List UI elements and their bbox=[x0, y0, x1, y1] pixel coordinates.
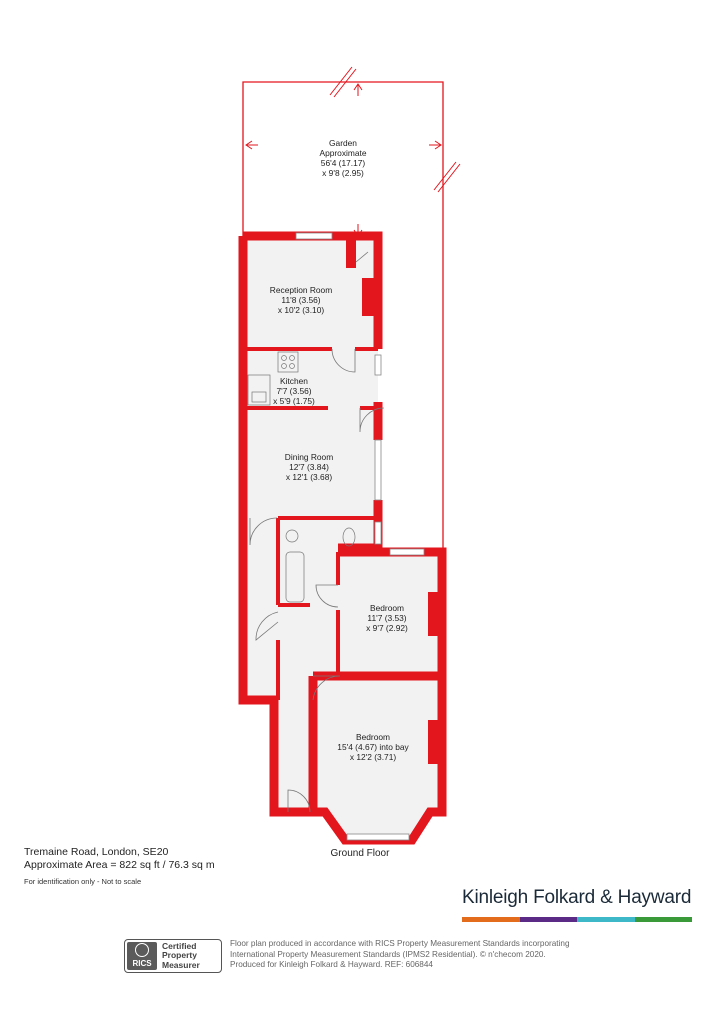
rics-seal-icon bbox=[135, 943, 149, 957]
disclaimer-line2: International Property Measurement Stand… bbox=[230, 949, 546, 959]
floor-label: Ground Floor bbox=[331, 848, 391, 859]
dining-name: Dining Room bbox=[285, 452, 333, 462]
rics-badge: RICS Certified Property Measurer bbox=[124, 939, 222, 973]
disclaimer: Floor plan produced in accordance with R… bbox=[230, 939, 610, 971]
room-labels: Garden Approximate 56'4 (17.17) x 9'8 (2… bbox=[270, 138, 410, 859]
dining-dim1: 12'7 (3.84) bbox=[289, 462, 329, 472]
brand-color-bar bbox=[462, 917, 692, 922]
reception-dim2: x 10'2 (3.10) bbox=[278, 305, 325, 315]
disclaimer-line3: Produced for Kinleigh Folkard & Hayward.… bbox=[230, 960, 433, 969]
bedroom2-dim1: 15'4 (4.67) into bay bbox=[337, 742, 409, 752]
brand-bar-orange bbox=[462, 917, 520, 922]
rics-line3: Measurer bbox=[162, 959, 200, 970]
basin-icon bbox=[285, 529, 299, 543]
address: Tremaine Road, London, SE20 bbox=[24, 846, 169, 858]
reception-dim1: 11'8 (3.56) bbox=[281, 295, 320, 305]
rics-line2: Property bbox=[162, 950, 197, 961]
brand-name: Kinleigh Folkard & Hayward bbox=[462, 887, 692, 908]
doors bbox=[249, 251, 385, 813]
bedroom1-name: Bedroom bbox=[370, 603, 404, 613]
windows bbox=[295, 232, 425, 841]
walls bbox=[238, 231, 447, 845]
rics-mark-text: RICS bbox=[132, 959, 152, 968]
disclaimer-line1: Floor plan produced in accordance with R… bbox=[230, 939, 570, 948]
garden-dim2: x 9'8 (2.95) bbox=[322, 168, 364, 178]
area: Approximate Area = 822 sq ft / 76.3 sq m bbox=[24, 859, 215, 871]
reception-name: Reception Room bbox=[270, 285, 332, 295]
brand-bar-green bbox=[634, 917, 692, 922]
worktop-icon bbox=[247, 374, 271, 406]
kitchen-name: Kitchen bbox=[280, 376, 308, 386]
fixtures bbox=[247, 351, 356, 603]
sink-icon bbox=[251, 391, 267, 403]
kitchen-dim2: x 5'9 (1.75) bbox=[273, 396, 315, 406]
toilet-icon bbox=[342, 527, 356, 547]
floor-fill bbox=[243, 236, 442, 840]
rics-text: Certified Property Measurer bbox=[162, 940, 200, 971]
kitchen-dim1: 7'7 (3.56) bbox=[276, 386, 311, 396]
brand-bar-teal bbox=[577, 917, 635, 922]
hob-icon bbox=[277, 351, 299, 373]
rics-line1: Certified bbox=[162, 940, 197, 951]
bedroom2-name: Bedroom bbox=[356, 732, 390, 742]
property-info: Tremaine Road, London, SE20 Approximate … bbox=[24, 846, 215, 888]
scale-note: For identification only - Not to scale bbox=[24, 877, 142, 886]
bedroom1-dim1: 11'7 (3.53) bbox=[367, 613, 406, 623]
garden-name: Garden bbox=[329, 138, 357, 148]
bedroom1-dim2: x 9'7 (2.92) bbox=[366, 623, 408, 633]
garden-area bbox=[242, 66, 461, 552]
rics-logo: RICS bbox=[127, 942, 157, 970]
brand-bar-purple bbox=[519, 917, 577, 922]
bedroom2-dim2: x 12'2 (3.71) bbox=[350, 752, 397, 762]
garden-line2: Approximate bbox=[319, 148, 366, 158]
dining-dim2: x 12'1 (3.68) bbox=[286, 472, 333, 482]
garden-dim1: 56'4 (17.17) bbox=[321, 158, 366, 168]
bath-icon bbox=[285, 551, 305, 603]
